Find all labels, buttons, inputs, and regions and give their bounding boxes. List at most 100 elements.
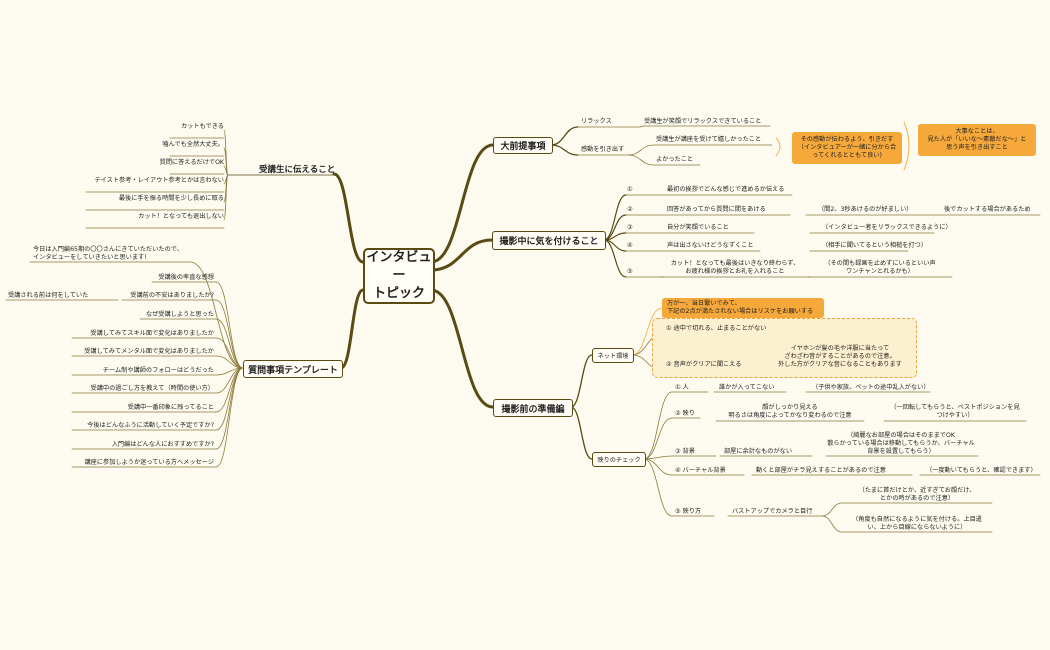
question-item-6[interactable]: チーム制や講師のフォローはどうだった xyxy=(102,367,214,374)
shoot-item-5-note[interactable]: （その間も録画を止めずにいるといい声 ワンチャンとれるかも） xyxy=(808,260,952,276)
check-3-note[interactable]: （綺麗なお部屋の場合はそのままでOK 散らかっている場合は移動してもらうか、バー… xyxy=(826,432,976,456)
connector xyxy=(550,144,579,156)
question-intro-line1: 今日は入門編65期の〇〇さんにきていただいたので、 xyxy=(33,246,183,253)
center-topic[interactable]: インタビュー トピック xyxy=(363,248,435,304)
connector xyxy=(821,515,843,533)
tell-item-2[interactable]: 噛んでも全然大丈夫。 xyxy=(162,141,224,148)
tell-item-1[interactable]: カットもできる xyxy=(181,123,224,130)
check-1-text[interactable]: 誰かが入ってこない xyxy=(719,384,775,391)
connector xyxy=(429,143,495,264)
shoot-item-2[interactable]: 回答があってから質問に間をあける xyxy=(667,206,766,213)
pre-shoot-warning-line2: 下記の2点が満たされない場合はリスケをお願いする xyxy=(667,308,814,315)
connector xyxy=(603,239,627,278)
topic-tell-students[interactable]: 受講生に伝えること xyxy=(259,165,336,175)
topic-pre-shoot[interactable]: 撮影前の準備編 xyxy=(493,399,573,417)
check-4-text[interactable]: 動くと部屋がチラ見えすることがあるので注意 xyxy=(756,467,886,474)
check-5-note-b[interactable]: （角度も自然になるように気を付ける。上目遣 い、上から目線にならないように） xyxy=(842,516,992,532)
connector xyxy=(603,194,627,241)
check-2-label[interactable]: ② 映り xyxy=(675,410,695,417)
tell-item-3[interactable]: 質問に答えるだけでOK xyxy=(159,159,224,166)
check-2-note-line1: （一回転してもらうと、ベストポジションを見 xyxy=(890,404,1020,411)
check-5-note-b-line1: （角度も自然になるように気を付ける。上目遣 xyxy=(852,516,982,523)
check-2-note[interactable]: （一回転してもらうと、ベストポジションを見 つけやすい） xyxy=(884,404,1026,420)
tell-item-6[interactable]: カット！となっても退出しない xyxy=(138,213,224,220)
check-2-text[interactable]: 顔がしっかり見える 明るさは角度によってかなり変わるので注意 xyxy=(716,404,864,420)
connector xyxy=(215,337,244,369)
network-node[interactable]: ネット環境 xyxy=(592,348,634,363)
network-item-b[interactable]: ② 音声がクリアに聞こえる xyxy=(666,361,742,368)
question-item-9[interactable]: 今後はどんなふうに活動していく予定ですか? xyxy=(87,422,214,429)
topic-question-template[interactable]: 質問事項テンプレート xyxy=(243,360,343,378)
pre-shoot-warning[interactable]: 万が一、当日繋いでみて、 下記の2点が満たされない場合はリスケをお願いする xyxy=(662,298,824,318)
shoot-item-4-note[interactable]: （相手に聞いてるという相槌を打つ） xyxy=(822,242,928,249)
check-3-note-line1: （綺麗なお部屋の場合はそのままでOK xyxy=(847,432,955,439)
question-item-5[interactable]: 受講してみてメンタル面で変化はありましたか xyxy=(84,348,214,355)
topic-premise-label: 大前提事項 xyxy=(500,142,546,152)
premise-note-box[interactable]: その感動が伝わるよう、引きだす （インタビュアーが一緒に分から合 ってくれるとと… xyxy=(792,132,902,164)
question-intro[interactable]: 今日は入門編65期の〇〇さんにきていただいたので、 インタビューをしていきたいと… xyxy=(33,246,183,262)
premise-key-line1: 大事なことは、 xyxy=(955,128,999,135)
network-item-b-note[interactable]: イヤホンが髪の毛や洋服に当たって ざわざわ音がすることがあるので注意。 外した方… xyxy=(770,345,910,369)
check-3-label[interactable]: ③ 背景 xyxy=(675,448,695,455)
question-item-2-sub[interactable]: 受講される前は何をしていた xyxy=(8,292,89,299)
check-3-text[interactable]: 部屋に余計なものがない xyxy=(724,448,793,455)
premise-relax-detail[interactable]: 受講生が笑顔でリラックスできていること xyxy=(644,118,762,125)
question-item-4[interactable]: 受講してみてスキル面で変化はありましたか xyxy=(90,330,214,337)
shoot-item-3-note[interactable]: （インタビュー者をリラックスできるように） xyxy=(822,224,952,231)
premise-key-line2: 見た人が「いいな〜素敵だな〜」と xyxy=(927,136,1027,143)
check-node-label: 映りのチェック xyxy=(597,457,641,464)
connector xyxy=(223,129,229,176)
connector xyxy=(643,458,673,476)
premise-relax[interactable]: リラックス xyxy=(581,118,612,125)
check-5-text[interactable]: バストアップでカメラと目行 xyxy=(732,508,813,515)
check-5-note-a[interactable]: （たまに首だけとか、近すぎてお顔だけ、 とかの時があるので注意） xyxy=(842,487,992,503)
tell-item-4[interactable]: テイスト参考・レイアウト参考とかは言わない xyxy=(94,177,224,184)
check-node[interactable]: 映りのチェック xyxy=(592,452,646,467)
network-item-a[interactable]: ① 途中で切れる、止まることがない xyxy=(666,325,767,332)
connector xyxy=(631,307,663,356)
question-item-2[interactable]: 受講前の不安はありましたか? xyxy=(130,292,214,299)
topic-premise[interactable]: 大前提事項 xyxy=(493,137,553,154)
check-4-label[interactable]: ④ バーチャル背景 xyxy=(675,467,726,474)
check-5-note-a-line2: とかの時があるので注意） xyxy=(879,495,955,502)
premise-emotion[interactable]: 感動を引き出す xyxy=(581,146,625,153)
question-item-10[interactable]: 入門編はどんな人におすすめですか? xyxy=(111,441,214,448)
topic-during-shoot[interactable]: 撮影中に気を付けること xyxy=(492,231,606,250)
check-1-note[interactable]: （子供や家族、ペットの途中乱入がない） xyxy=(812,384,930,391)
tell-item-5[interactable]: 最後に手を振る時間を少し長めに取る xyxy=(118,195,224,202)
network-node-label: ネット環境 xyxy=(597,353,629,360)
check-4-note[interactable]: （一度動いてもらうと、確認できます） xyxy=(926,467,1037,474)
shoot-num-2: ② xyxy=(627,206,633,213)
connector xyxy=(643,391,673,460)
question-item-8[interactable]: 受講中一番印象に残ってること xyxy=(127,404,214,411)
topic-during-shoot-label: 撮影中に気を付けること xyxy=(499,237,599,247)
connector xyxy=(570,354,593,408)
check-5-label[interactable]: ⑤ 映り方 xyxy=(675,508,702,515)
connector xyxy=(639,125,645,128)
shoot-item-2-extra[interactable]: 後でカットする場合があるため xyxy=(944,206,1031,213)
network-note-line3: 外した方がクリアな音になることもあります xyxy=(778,361,902,368)
premise-emotion-a[interactable]: 受講生が講座を受けて嬉しかったこと xyxy=(656,136,762,143)
premise-key-box[interactable]: 大事なことは、 見た人が「いいな〜素敵だな〜」と 思う声を引き出すこと xyxy=(918,124,1036,156)
connector xyxy=(570,406,593,460)
shoot-item-3[interactable]: 自分が笑顔でいること xyxy=(667,224,729,231)
shoot-item-4[interactable]: 声は出さないけどうなずくこと xyxy=(667,242,754,249)
shoot-item-5[interactable]: カット！となっても最後はいきなり終わらず、 お疲れ様の挨拶とお礼を入れること xyxy=(660,260,810,276)
question-item-11[interactable]: 講座に参加しようか迷っている方へメッセージ xyxy=(84,459,214,466)
question-item-3[interactable]: なぜ受講しようと思った xyxy=(145,311,214,318)
check-2-note-line2: つけやすい） xyxy=(936,412,974,419)
check-2-text-line1: 顔がしっかり見える xyxy=(762,404,818,411)
premise-emotion-b[interactable]: よかったこと xyxy=(656,156,694,163)
shoot-num-3: ③ xyxy=(627,224,633,231)
shoot-item-1[interactable]: 最初の挨拶でどんな感じで進めるか伝える xyxy=(667,186,785,193)
check-5-note-b-line2: い、上から目線にならないように） xyxy=(867,524,967,531)
question-item-7[interactable]: 受講中の過ごし方を教えて（時間の使い方） xyxy=(90,385,214,392)
connector xyxy=(332,172,365,264)
check-1-label[interactable]: ① 人 xyxy=(675,384,689,391)
center-topic-line2: トピック xyxy=(372,286,425,301)
question-item-1[interactable]: 受講後の率直な感想 xyxy=(158,274,214,281)
shoot-item-2-note[interactable]: （間2、3秒あけるのが好ましい） xyxy=(818,206,913,213)
premise-note-line1: その感動が伝わるよう、引きだす xyxy=(800,136,894,143)
connector xyxy=(223,174,229,221)
